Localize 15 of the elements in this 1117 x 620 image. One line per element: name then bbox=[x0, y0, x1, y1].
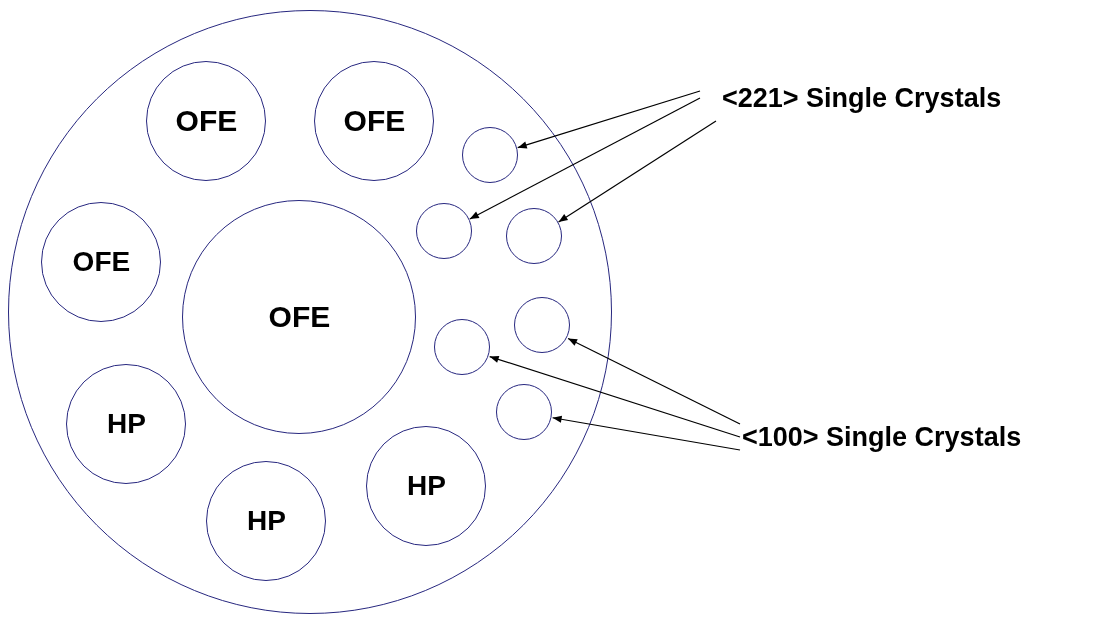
arrow bbox=[552, 415, 741, 451]
sample-label: OFE bbox=[175, 104, 238, 139]
sample-label: HP bbox=[406, 470, 446, 503]
sample-label: HP bbox=[106, 408, 146, 441]
arrow bbox=[517, 90, 701, 149]
sample-label: OFE bbox=[343, 104, 406, 139]
arrow bbox=[489, 355, 741, 438]
sample-label: OFE bbox=[72, 246, 131, 279]
sample-label: HP bbox=[246, 505, 286, 538]
callout-label: <100> Single Crystals bbox=[742, 421, 1022, 453]
arrow bbox=[557, 120, 717, 223]
arrow bbox=[567, 337, 741, 425]
arrow bbox=[469, 97, 701, 220]
sample-label: OFE bbox=[268, 300, 331, 335]
callout-label: <221> Single Crystals bbox=[722, 82, 1002, 114]
